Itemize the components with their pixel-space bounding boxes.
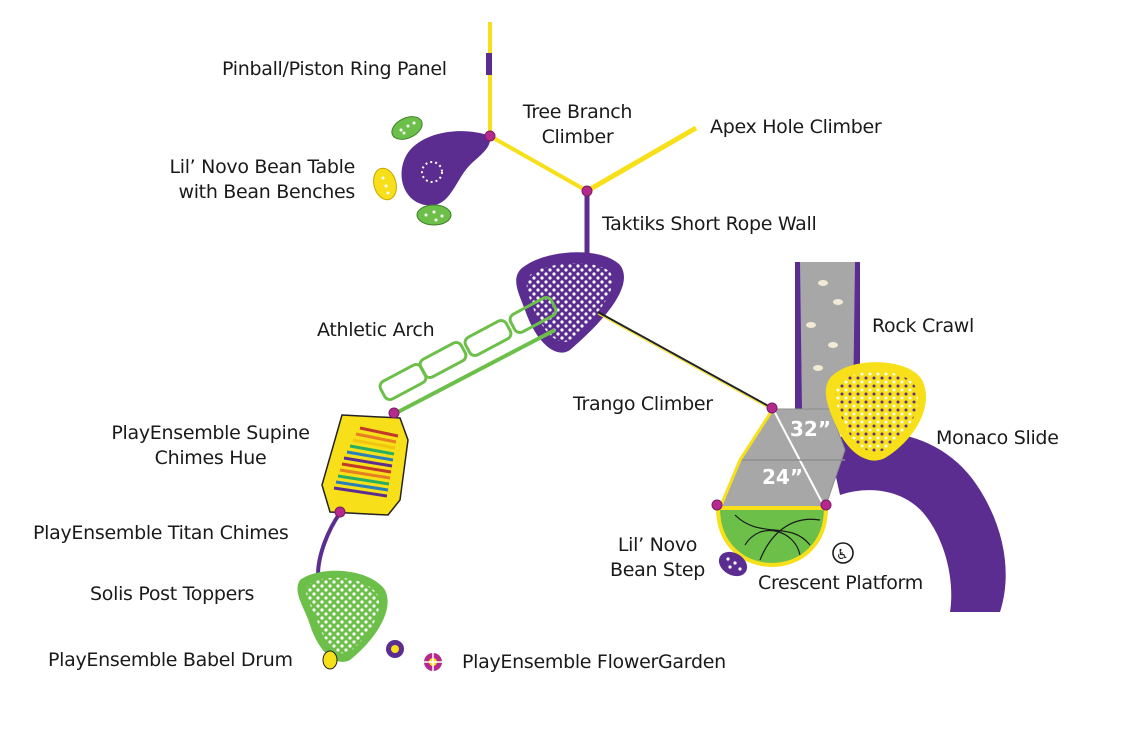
label-athletic-arch: Athletic Arch bbox=[317, 319, 435, 341]
tree-branch-climber bbox=[489, 134, 588, 193]
apex-hole-climber bbox=[585, 125, 698, 194]
label-apex-hole-climber: Apex Hole Climber bbox=[710, 116, 882, 138]
label-taktiks-rope-wall: Taktiks Short Rope Wall bbox=[602, 213, 817, 235]
bean-bench-top bbox=[391, 116, 423, 140]
bean-bench-bottom bbox=[416, 204, 452, 226]
svg-text:♿: ♿ bbox=[836, 547, 849, 563]
trango-climber bbox=[597, 311, 773, 411]
connector-nodes bbox=[334, 130, 832, 518]
crescent-platform bbox=[715, 506, 829, 568]
label-pinball-panel: Pinball/Piston Ring Panel bbox=[222, 58, 447, 80]
deck-height-24: 24” bbox=[762, 465, 803, 489]
bean-step bbox=[718, 551, 748, 577]
node bbox=[388, 407, 400, 419]
label-monaco-slide: Monaco Slide bbox=[936, 427, 1059, 449]
label-line: Tree Branch bbox=[522, 101, 633, 123]
label-tree-branch-climber: Tree Branch Climber bbox=[510, 100, 645, 150]
label-line: PlayEnsemble Supine bbox=[111, 422, 310, 444]
deck-height-32: 32” bbox=[790, 417, 831, 441]
label-bean-table: Lil’ Novo Bean Table with Bean Benches bbox=[120, 155, 355, 205]
label-line: with Bean Benches bbox=[178, 181, 355, 203]
node bbox=[484, 130, 496, 142]
label-line: Chimes Hue bbox=[154, 447, 267, 469]
bean-table bbox=[401, 131, 491, 206]
monaco-slide-topper bbox=[825, 362, 927, 461]
label-line: Bean Step bbox=[609, 559, 705, 581]
center-post-topper bbox=[516, 252, 624, 353]
titan-chimes-post bbox=[316, 511, 342, 576]
monaco-slide bbox=[830, 432, 1006, 612]
label-solis-post-toppers: Solis Post Toppers bbox=[90, 583, 255, 605]
node bbox=[766, 402, 778, 414]
label-line: Lil’ Novo bbox=[617, 534, 698, 556]
babel-drum bbox=[322, 650, 338, 670]
label-titan-chimes: PlayEnsemble Titan Chimes bbox=[33, 522, 289, 544]
solis-post-topper bbox=[297, 570, 388, 662]
label-bean-step: Lil’ Novo Bean Step bbox=[600, 533, 715, 583]
label-flower-garden: PlayEnsemble FlowerGarden bbox=[462, 651, 726, 673]
label-line: Climber bbox=[541, 126, 614, 148]
node bbox=[334, 506, 346, 518]
athletic-arch bbox=[378, 295, 558, 414]
pinball-panel-post bbox=[486, 22, 492, 136]
label-babel-drum: PlayEnsemble Babel Drum bbox=[48, 649, 293, 671]
label-rock-crawl: Rock Crawl bbox=[872, 315, 975, 337]
flower-post-1 bbox=[386, 640, 404, 658]
supine-chimes bbox=[321, 414, 409, 516]
accessibility-icon: ♿ bbox=[832, 542, 854, 564]
node bbox=[581, 185, 593, 197]
node bbox=[820, 499, 832, 511]
label-line: Lil’ Novo Bean Table bbox=[169, 156, 355, 178]
label-crescent-platform: Crescent Platform bbox=[758, 572, 923, 594]
label-supine-chimes: PlayEnsemble Supine Chimes Hue bbox=[88, 421, 333, 471]
label-trango-climber: Trango Climber bbox=[573, 393, 713, 415]
bean-bench-left bbox=[373, 167, 397, 201]
flower-garden bbox=[424, 653, 442, 671]
node bbox=[711, 499, 723, 511]
deck-platform: 32” 24” bbox=[718, 408, 846, 509]
